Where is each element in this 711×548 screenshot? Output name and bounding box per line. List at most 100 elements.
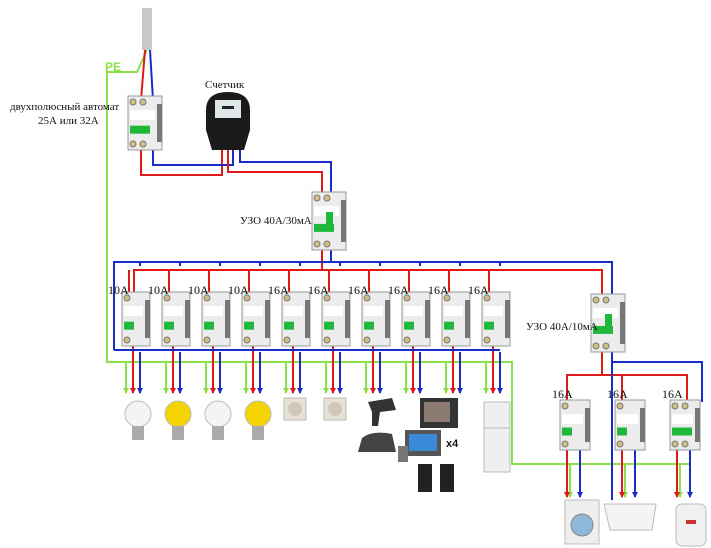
breaker-label-plate [284,306,303,316]
breaker-lever [244,321,254,330]
breaker-rating: 16A [348,283,369,297]
breaker-side [425,300,430,338]
arrow-head-icon [410,388,416,394]
arrow-head-icon [323,388,329,394]
arrow-head-icon [170,388,176,394]
group-breaker [441,291,471,347]
arrow-head-icon [177,388,183,394]
terminal-screw [243,294,251,302]
group-breaker [241,291,271,347]
terminal-screw [671,440,679,448]
terminal-screw [681,440,689,448]
supply-cable [142,8,152,50]
terminal-screw [129,140,137,148]
bulb-base [132,426,144,440]
breaker-rating: 10A [148,283,169,297]
arrow-head-icon [619,492,625,498]
terminal-screw [681,402,689,410]
rcd2-phase [602,374,688,402]
tv-screen [424,402,450,422]
breaker-rating: 10A [228,283,249,297]
terminal-screw [123,336,131,344]
washer-door [570,513,594,537]
loads [124,397,707,547]
group-breaker [481,291,511,347]
group-breaker [161,291,191,347]
neutral-bus [113,261,613,350]
bulb-glass [204,400,232,428]
arrow-head-icon [483,388,489,394]
group-breaker [281,291,311,347]
breaker-label-plate [124,306,143,316]
arrow-head-icon [250,388,256,394]
breaker-rating: 16A [268,283,289,297]
terminal-screw [443,294,451,302]
breaker-rating: 10A [108,283,129,297]
breaker-side [385,300,390,338]
iron-icon [358,432,396,452]
speakers-icon [418,464,454,492]
breaker-side [505,300,510,338]
bulb-icon [244,400,272,440]
terminal-screw [203,336,211,344]
terminal-screw [313,194,321,202]
terminal-screw [602,342,610,350]
breaker-lever [130,125,150,134]
breaker-rating: 16A [662,387,683,401]
terminal-screw [616,402,624,410]
group-breaker [121,291,151,347]
breaker-lever [284,321,294,330]
breaker-label-plate [672,414,693,424]
terminal-screw [323,240,331,248]
breaker-label-plate [484,306,503,316]
terminal-screw [592,296,600,304]
bulb-glass [164,400,192,428]
breaker-label-plate [324,306,343,316]
terminal-screw [313,240,321,248]
tv-icon [420,398,458,428]
devices [121,92,701,451]
breaker-side [305,300,310,338]
arrow-head-icon [130,388,136,394]
breaker-lever [324,321,334,330]
hair-dryer-body [368,398,396,426]
terminal-screw [602,296,610,304]
arrow-head-icon [443,388,449,394]
breaker-rating: 16A [607,387,628,401]
bulb-glass [124,400,152,428]
rcd-group-breaker [614,399,646,451]
neutral-to-meter [152,148,234,166]
breaker-label-plate [130,110,155,120]
breaker-lever [314,223,334,232]
terminal-screw [443,336,451,344]
rcd2-phase [602,374,623,402]
arrow-head-icon [417,388,423,394]
breaker-label-plate [617,414,638,424]
pc-case [398,446,408,462]
socket-icon [283,397,307,421]
rcd-group-breaker [669,399,701,451]
breaker-side [620,302,625,344]
terminal-screw [203,294,211,302]
arrow-head-icon [257,388,263,394]
terminal-screw [163,336,171,344]
bulb-icon [164,400,192,440]
terminal-screw [483,336,491,344]
terminal-screw [403,336,411,344]
arrow-head-icon [297,388,303,394]
group-breaker [201,291,231,347]
neutral-to-rcd [239,150,332,196]
arrow-head-icon [210,388,216,394]
terminal-screw [283,336,291,344]
fridge-body [483,401,511,473]
breaker-side [185,300,190,338]
breaker-label-plate [562,414,583,424]
speaker [418,464,432,492]
terminal-screw [243,336,251,344]
breaker-lever [404,321,414,330]
bulb-base [212,426,224,440]
arrow-head-icon [370,388,376,394]
arrow-head-icon [490,388,496,394]
terminal-screw [123,294,131,302]
